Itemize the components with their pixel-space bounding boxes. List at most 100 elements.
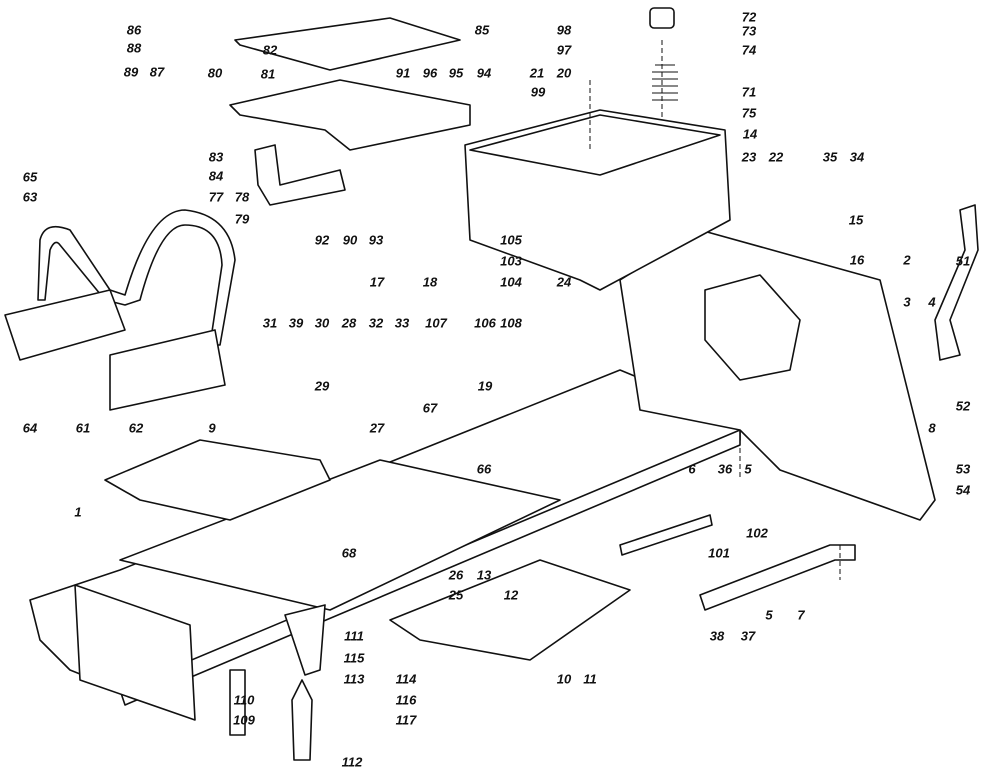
callout-92: 92 xyxy=(314,232,330,248)
callout-15: 15 xyxy=(848,212,864,228)
callout-72: 72 xyxy=(741,9,757,25)
callout-54: 54 xyxy=(955,482,971,498)
callout-106: 106 xyxy=(474,315,496,331)
callout-74: 74 xyxy=(741,42,757,58)
callout-96: 96 xyxy=(422,65,438,81)
callout-26: 26 xyxy=(448,567,464,583)
callout-16: 16 xyxy=(849,252,865,268)
bracket-115 xyxy=(284,604,326,676)
callout-90: 90 xyxy=(342,232,358,248)
callout-107: 107 xyxy=(425,315,447,331)
footrest-left xyxy=(104,439,331,521)
callout-66: 66 xyxy=(476,461,492,477)
callout-114: 114 xyxy=(395,671,417,687)
rear-panel xyxy=(619,229,936,521)
callout-89: 89 xyxy=(123,64,139,80)
callout-28: 28 xyxy=(341,315,357,331)
frame-front-plate xyxy=(74,584,196,721)
callout-80: 80 xyxy=(207,65,223,81)
callout-111: 111 xyxy=(344,628,364,644)
callout-24: 24 xyxy=(556,274,572,290)
callout-25: 25 xyxy=(448,587,464,603)
callout-83: 83 xyxy=(208,149,224,165)
callout-12: 12 xyxy=(503,587,519,603)
callout-34: 34 xyxy=(849,149,865,165)
callout-36: 36 xyxy=(717,461,733,477)
callout-104: 104 xyxy=(500,274,522,290)
callout-9: 9 xyxy=(208,420,216,436)
callout-19: 19 xyxy=(477,378,493,394)
callout-27: 27 xyxy=(369,420,385,436)
pedal-arm xyxy=(934,204,979,361)
console-top xyxy=(469,114,721,176)
callout-33: 33 xyxy=(394,315,410,331)
link-arm xyxy=(699,544,856,611)
callout-35: 35 xyxy=(822,149,838,165)
callout-85: 85 xyxy=(474,22,490,38)
callout-82: 82 xyxy=(262,42,278,58)
axle-pin xyxy=(229,669,246,736)
callout-93: 93 xyxy=(368,232,384,248)
callout-71: 71 xyxy=(741,84,757,100)
callout-53: 53 xyxy=(955,461,971,477)
callout-79: 79 xyxy=(234,211,250,227)
callout-64: 64 xyxy=(22,420,38,436)
roll-bar xyxy=(37,209,236,346)
seat-plate xyxy=(234,17,461,71)
callout-78: 78 xyxy=(234,189,250,205)
roll-bar-plate-right xyxy=(109,329,226,411)
callout-3: 3 xyxy=(903,294,911,310)
callout-75: 75 xyxy=(741,105,757,121)
callout-116: 116 xyxy=(395,692,417,708)
callout-103: 103 xyxy=(500,253,522,269)
callout-5: 5 xyxy=(744,461,752,477)
callout-101: 101 xyxy=(708,545,730,561)
callout-11: 11 xyxy=(583,671,597,687)
callout-105: 105 xyxy=(500,232,522,248)
callout-20: 20 xyxy=(556,65,572,81)
callout-99: 99 xyxy=(530,84,546,100)
callout-17: 17 xyxy=(369,274,385,290)
leader-lines xyxy=(589,40,841,580)
callout-63: 63 xyxy=(22,189,38,205)
callout-14: 14 xyxy=(742,126,758,142)
callout-38: 38 xyxy=(709,628,725,644)
callout-13: 13 xyxy=(476,567,492,583)
callout-110: 110 xyxy=(233,692,255,708)
callout-112: 112 xyxy=(341,754,363,770)
callout-10: 10 xyxy=(556,671,572,687)
callout-84: 84 xyxy=(208,168,224,184)
panel-opening xyxy=(704,274,801,381)
callout-81: 81 xyxy=(260,66,276,82)
callout-65: 65 xyxy=(22,169,38,185)
callout-95: 95 xyxy=(448,65,464,81)
callout-1: 1 xyxy=(74,504,82,520)
callout-29: 29 xyxy=(314,378,330,394)
callout-22: 22 xyxy=(768,149,784,165)
callout-6: 6 xyxy=(688,461,696,477)
knob xyxy=(649,7,675,29)
callout-117: 117 xyxy=(395,712,417,728)
callout-115: 115 xyxy=(343,650,365,666)
callout-68: 68 xyxy=(341,545,357,561)
roll-bar-plate-left xyxy=(4,289,126,361)
callout-73: 73 xyxy=(741,23,757,39)
callout-87: 87 xyxy=(149,64,165,80)
callout-37: 37 xyxy=(740,628,756,644)
callout-67: 67 xyxy=(422,400,438,416)
callout-4: 4 xyxy=(928,294,936,310)
callout-21: 21 xyxy=(529,65,545,81)
callout-113: 113 xyxy=(343,671,365,687)
callout-52: 52 xyxy=(955,398,971,414)
callout-88: 88 xyxy=(126,40,142,56)
callout-8: 8 xyxy=(928,420,936,436)
callout-91: 91 xyxy=(395,65,411,81)
callout-5: 5 xyxy=(765,607,773,623)
callout-102: 102 xyxy=(746,525,768,541)
footrest-right xyxy=(389,559,631,661)
link-arm-upper xyxy=(619,514,713,556)
callout-51: 51 xyxy=(955,253,971,269)
callout-97: 97 xyxy=(556,42,572,58)
